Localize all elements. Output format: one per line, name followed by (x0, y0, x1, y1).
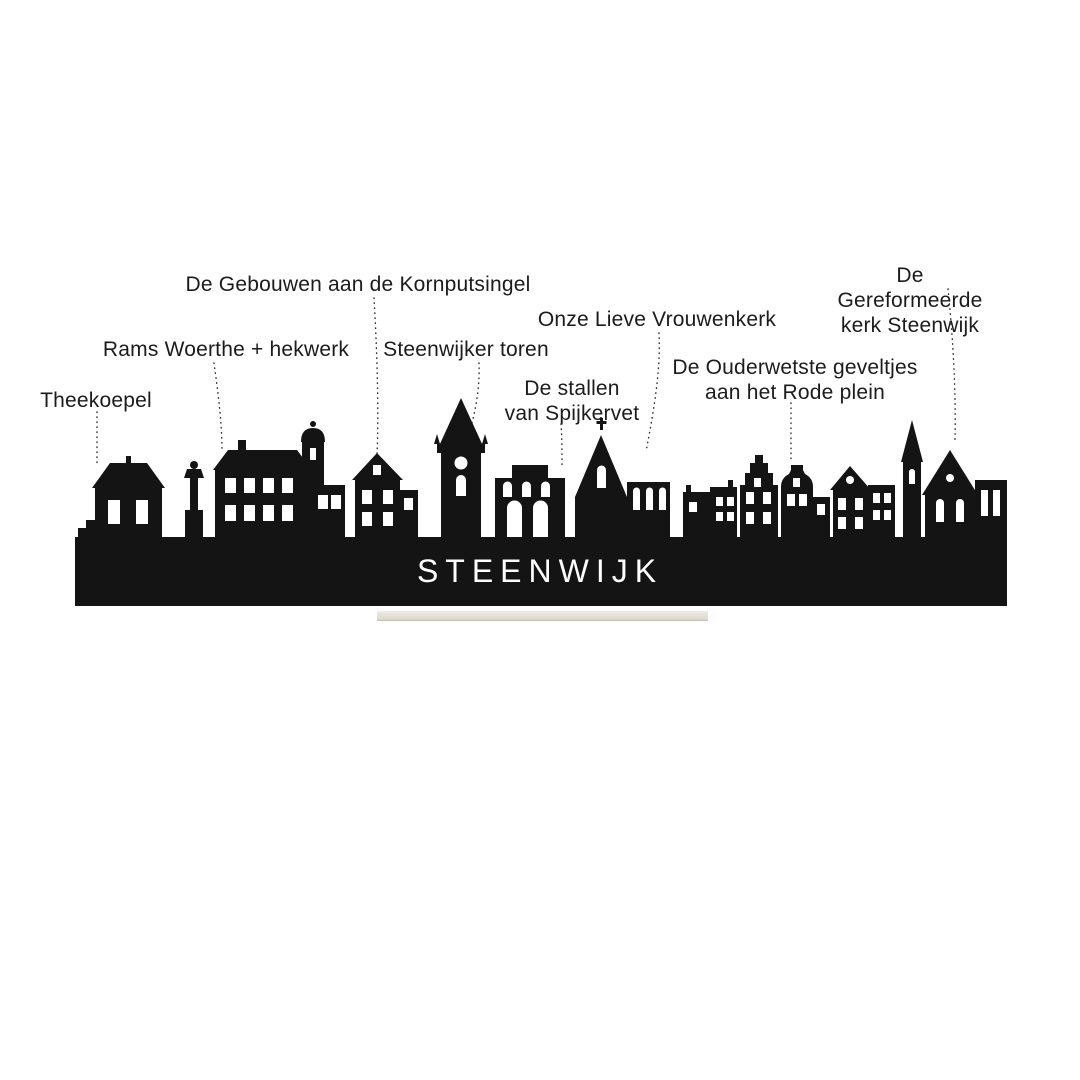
leader-line-gereformeerde-kerk (947, 288, 956, 441)
building-theekoepel (78, 456, 165, 537)
leader-line-onze-lieve-vrouwenkerk (645, 332, 661, 453)
label-theekoepel: Theekoepel (40, 389, 152, 412)
row-houses (683, 480, 737, 537)
leader-line-stallen-spijkervet (560, 423, 563, 467)
label-onze-lieve-vrouwenkerk: Onze Lieve Vrouwenkerk (537, 308, 777, 331)
display-stand (377, 611, 708, 621)
building-onze-lieve-vrouwenkerk (575, 418, 670, 537)
skyline-base (75, 537, 1007, 606)
label-stallen-spijkervet: De stallen van Spijkervet (504, 377, 640, 426)
label-gereformeerde-kerk: De Gereformeerde kerk Steenwijk (837, 264, 983, 338)
skyline-silhouette (75, 398, 1007, 606)
building-gereformeerde-kerk (901, 420, 978, 537)
building-kornputsingel (352, 453, 418, 537)
label-rode-plein: De Ouderwetste geveltjes aan het Rode pl… (672, 356, 918, 405)
leader-line-rams-woerthe (213, 362, 223, 453)
label-steenwijker-toren: Steenwijker toren (383, 338, 549, 361)
skyline-title: STEENWIJK (416, 553, 664, 589)
label-kornputsingel: De Gebouwen aan de Kornputsingel (185, 273, 531, 296)
gable-houses (830, 466, 895, 537)
label-rams-woerthe: Rams Woerthe + hekwerk (102, 338, 350, 361)
fountain-lantern (184, 461, 204, 537)
building-steenwijker-toren (434, 398, 488, 537)
building-stepped-gable (740, 455, 778, 537)
building-rams-woerthe (213, 421, 345, 537)
building-stallen-spijkervet (495, 465, 565, 537)
end-building (975, 480, 1007, 537)
building-bell-gable (781, 465, 830, 537)
